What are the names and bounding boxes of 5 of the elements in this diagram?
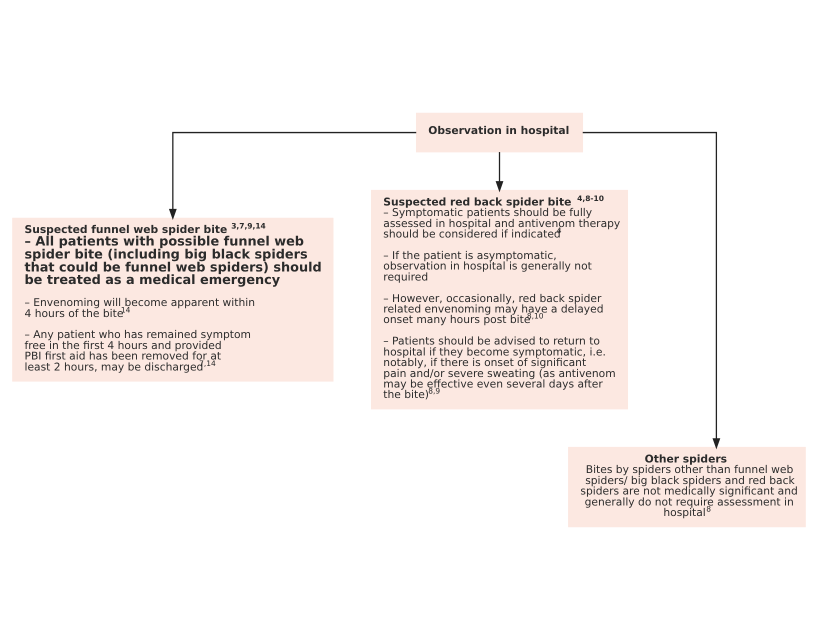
arrow xyxy=(582,132,720,450)
arrow xyxy=(168,132,416,220)
node-box: Other spiders Bites by spiders other than funnel web spiders/ big black spiders and red back spiders are not medically significant and generally do not require assessment in hospital$^{8}$ xyxy=(568,446,806,528)
arrow xyxy=(496,152,504,192)
node-box: Observation in hospital xyxy=(416,112,584,152)
